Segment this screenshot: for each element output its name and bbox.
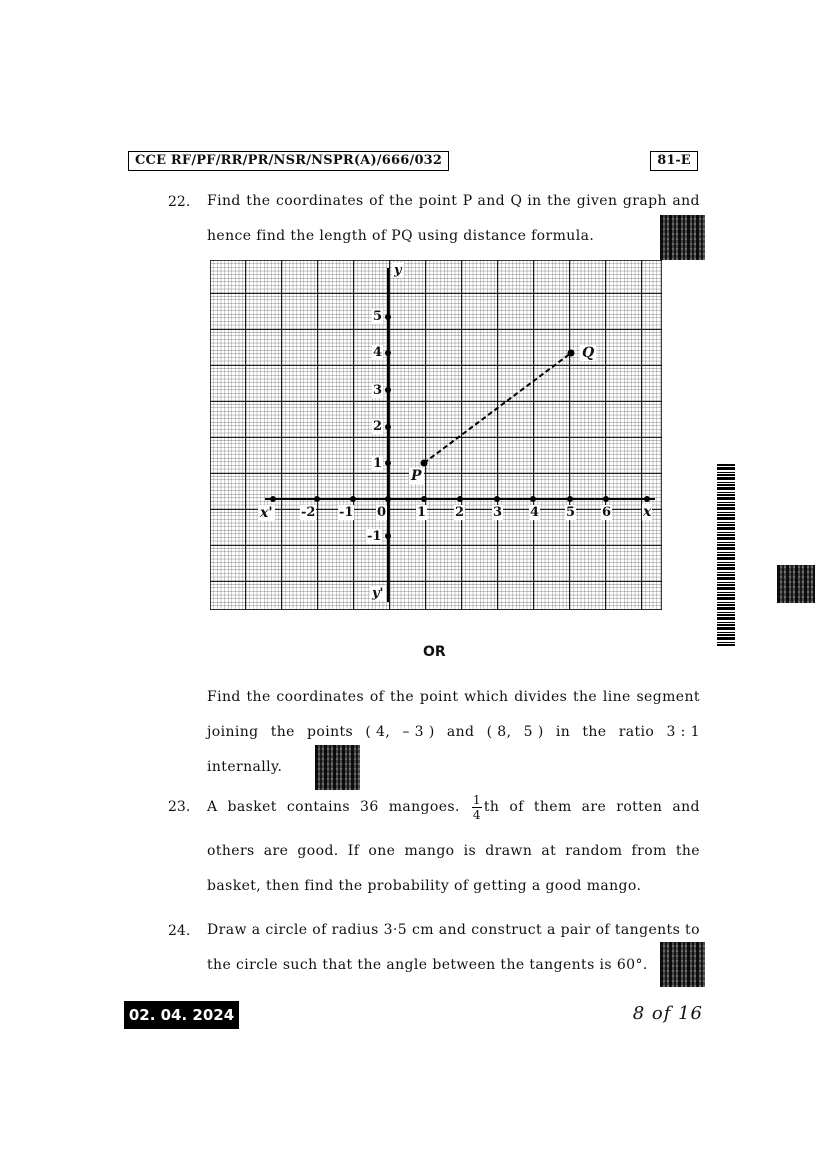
- x-tick-label: -2: [300, 505, 317, 520]
- x-tick-label: 0: [376, 505, 388, 520]
- point-label-p: P: [409, 468, 424, 484]
- axis-label-x-neg: x': [258, 505, 275, 521]
- y-tick-label: 3: [372, 383, 384, 398]
- qr-code-icon: [315, 745, 360, 790]
- exam-date-badge: 02. 04. 2024: [124, 1001, 239, 1029]
- x-tick-label: 1: [416, 505, 428, 520]
- coordinate-graph: [210, 260, 662, 610]
- or-separator: OR: [423, 644, 446, 660]
- y-tick-label: 1: [372, 456, 384, 471]
- question-number-23: 23.: [168, 799, 191, 815]
- x-tick-label: 4: [529, 505, 541, 520]
- y-tick-label: -1: [366, 529, 383, 544]
- q24-line-2: the circle such that the angle between t…: [207, 957, 648, 973]
- x-tick-label: 6: [601, 505, 613, 520]
- q23-line-3: basket, then find the probability of get…: [207, 878, 642, 894]
- x-tick-label: 2: [454, 505, 466, 520]
- axis-label-y-neg: y': [370, 586, 386, 601]
- barcode-icon: [717, 463, 735, 646]
- y-tick-label: 5: [372, 309, 384, 324]
- axis-label-y: y: [392, 263, 404, 278]
- y-tick-label: 4: [372, 345, 384, 360]
- question-number-22: 22.: [168, 194, 191, 210]
- x-tick-label: -1: [338, 505, 355, 520]
- q22-alt-line-3: internally.: [207, 759, 283, 775]
- qr-code-icon: [660, 215, 705, 260]
- qr-code-icon: [777, 565, 815, 603]
- qr-code-icon: [660, 942, 705, 987]
- paper-code-box: 81-E: [650, 151, 698, 171]
- y-tick-label: 2: [372, 419, 384, 434]
- axis-label-x: x: [642, 504, 653, 520]
- x-tick-label: 5: [565, 505, 577, 520]
- question-number-24: 24.: [168, 923, 191, 939]
- x-tick-label: 3: [492, 505, 504, 520]
- q22-line-2: hence find the length of PQ using distan…: [207, 228, 595, 244]
- point-label-q: Q: [580, 345, 597, 361]
- exam-code-box: CCE RF/PF/RR/PR/NSR/NSPR(A)/666/032: [128, 151, 450, 171]
- page-number: 8 of 16: [632, 1003, 703, 1024]
